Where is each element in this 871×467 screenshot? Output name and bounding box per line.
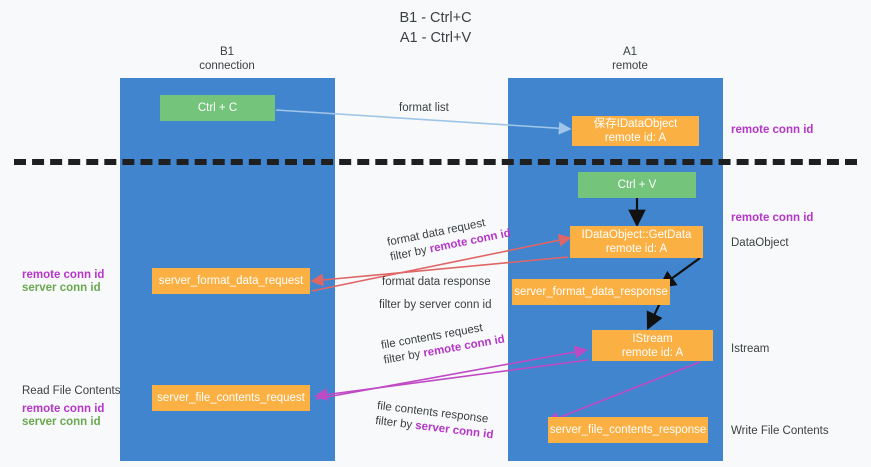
label-format-list: format list (399, 102, 449, 114)
title-line-1: B1 - Ctrl+C (399, 10, 472, 26)
box-ctrl-v-label: Ctrl + V (617, 179, 657, 191)
column-header-a1-role: remote (612, 60, 648, 72)
side-label-left-server-conn-id: server conn id (22, 282, 101, 294)
box-idataobject-getdata-line2: remote id: A (605, 243, 668, 255)
side-label-remote-conn-id-top: remote conn id (731, 124, 814, 136)
filter-prefix: filter by (379, 299, 420, 311)
side-label-left-bottom-server-conn-id: server conn id (22, 416, 101, 428)
box-istream-line2: remote id: A (621, 346, 684, 359)
box-server-file-contents-request-label: server_file_contents_request (157, 392, 305, 404)
side-label-dataobject: DataObject (731, 237, 789, 249)
column-header-a1-name: A1 (622, 46, 638, 58)
side-label-write-file-contents: Write File Contents (731, 425, 829, 437)
label-file-contents-response: file contents response filter by server … (374, 399, 496, 443)
box-server-format-data-request-label: server_format_data_request (158, 275, 304, 287)
section-divider (14, 159, 857, 165)
box-ctrl-c[interactable]: Ctrl + C (160, 95, 275, 121)
side-label-left-bottom-remote-conn-id: remote conn id (22, 403, 105, 415)
filter-key-server-conn-id: server conn id (419, 299, 492, 311)
box-server-format-data-response-label: server_format_data_response (514, 286, 668, 298)
box-server-file-contents-request[interactable]: server_file_contents_request (152, 385, 310, 411)
box-server-file-contents-response[interactable]: server_file_contents_response (548, 417, 708, 443)
side-label-left-remote-conn-id: remote conn id (22, 269, 105, 281)
label-format-data-request: format data request filter by remote con… (386, 212, 512, 266)
side-label-read-file-contents: Read File Contents (22, 385, 121, 397)
side-label-istream: Istream (731, 343, 770, 355)
page-title: B1 - Ctrl+C A1 - Ctrl+V (0, 8, 871, 48)
box-save-idataobject-line1: 保存IDataObject (593, 118, 678, 130)
column-header-b1-name: B1 (219, 46, 235, 58)
column-header-a1: A1 remote (555, 45, 705, 73)
box-istream[interactable]: IStream remote id: A (592, 330, 713, 361)
side-label-remote-conn-id-mid: remote conn id (731, 212, 814, 224)
box-idataobject-getdata-line1: IDataObject::GetData (581, 229, 692, 241)
column-header-b1: B1 connection (152, 45, 302, 73)
label-format-data-response: format data response (382, 276, 491, 288)
filter-prefix: filter by (374, 414, 417, 432)
box-server-file-contents-response-label: server_file_contents_response (549, 424, 707, 436)
box-server-format-data-request[interactable]: server_format_data_request (152, 268, 310, 294)
box-server-format-data-response[interactable]: server_format_data_response (512, 279, 670, 305)
title-line-2: A1 - Ctrl+V (399, 30, 472, 46)
label-file-contents-request: file contents request filter by remote c… (380, 318, 506, 369)
box-istream-line1: IStream (632, 332, 673, 345)
label-format-data-response-filter: filter by server conn id (379, 298, 492, 312)
column-header-b1-role: connection (199, 60, 255, 72)
box-ctrl-c-label: Ctrl + C (197, 102, 238, 114)
box-idataobject-getdata[interactable]: IDataObject::GetData remote id: A (570, 226, 703, 258)
box-save-idataobject-line2: remote id: A (604, 132, 667, 144)
box-ctrl-v[interactable]: Ctrl + V (578, 172, 696, 198)
box-save-idataobject[interactable]: 保存IDataObject remote id: A (572, 116, 699, 146)
